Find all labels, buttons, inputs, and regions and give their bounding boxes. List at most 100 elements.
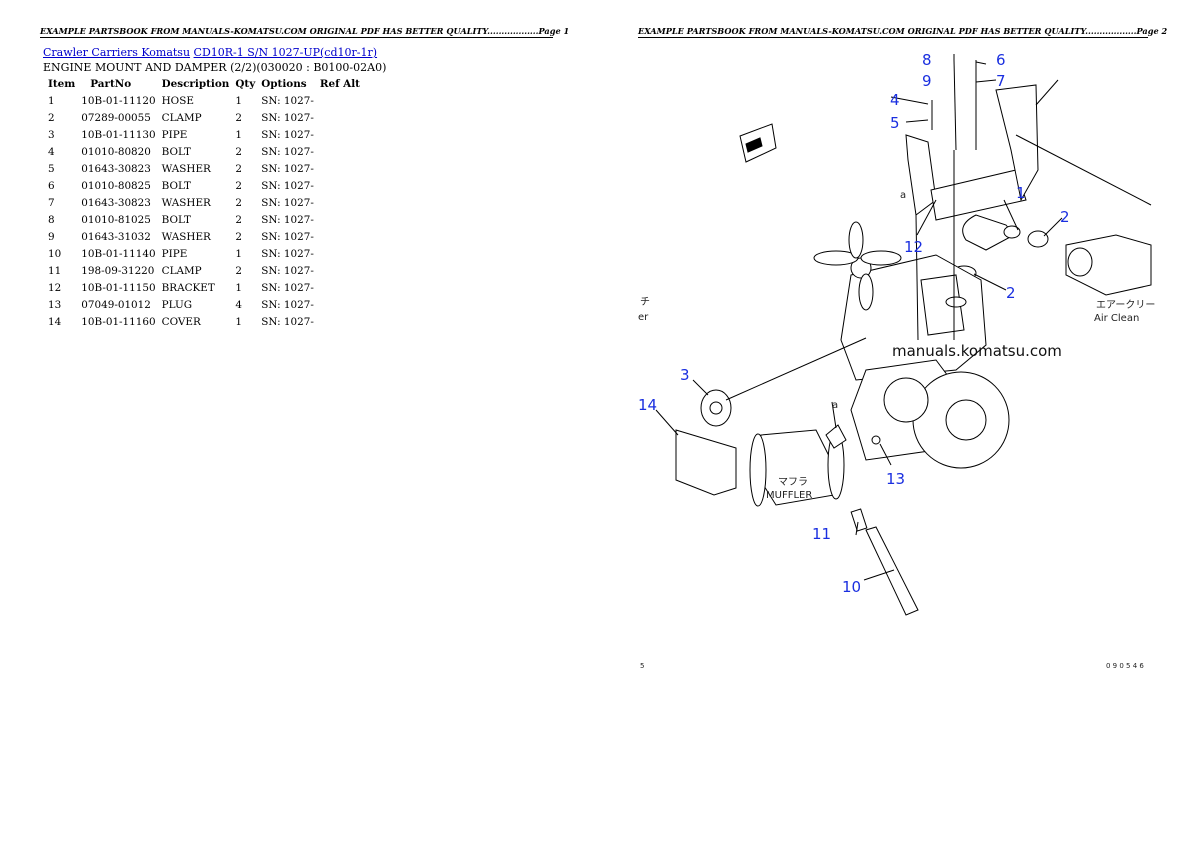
- cell-partno: 01643-31032: [81, 230, 151, 243]
- cell-refalt: [317, 92, 363, 109]
- callout-8[interactable]: 8: [922, 51, 932, 69]
- left-edge-label-1: チ: [640, 296, 650, 308]
- cell-partno: 01643-30823: [81, 162, 151, 175]
- header-rule-left: [40, 37, 553, 38]
- cell-description: CLAMP: [161, 111, 202, 124]
- cell-item: 7: [48, 196, 55, 209]
- cell-refalt: [317, 126, 363, 143]
- cell-qty: 2: [235, 264, 242, 277]
- col-qty-header: Qty: [235, 78, 256, 90]
- cell-description: BOLT: [161, 145, 191, 158]
- callout-12[interactable]: 12: [904, 238, 923, 256]
- cell-refalt: [317, 177, 363, 194]
- cell-qty: 1: [235, 247, 242, 260]
- parts-table: Item PartNo Description Qty Options Ref …: [45, 76, 363, 330]
- cell-refalt: [317, 245, 363, 262]
- ref-a-label-1: a: [900, 190, 906, 201]
- cell-item: 14: [48, 315, 62, 328]
- ref-a-label-2: a: [832, 400, 838, 411]
- cell-partno: 198-09-31220: [81, 264, 155, 277]
- cell-item: 11: [48, 264, 62, 277]
- col-refalt-header: Ref Alt: [319, 78, 360, 90]
- cell-item: 13: [48, 298, 62, 311]
- cell-qty: 2: [235, 213, 242, 226]
- cell-qty: 2: [235, 196, 242, 209]
- callout-11[interactable]: 11: [812, 525, 831, 543]
- cell-refalt: [317, 109, 363, 126]
- cell-partno: 10B-01-11140: [81, 247, 156, 260]
- page-header-left: EXAMPLE PARTSBOOK FROM MANUALS-KOMATSU.C…: [40, 26, 570, 36]
- cell-options: SN: 1027-: [261, 111, 314, 124]
- muffler-jp-label: マフラ: [778, 476, 808, 488]
- cell-description: WASHER: [161, 230, 211, 243]
- cell-options: SN: 1027-: [261, 162, 314, 175]
- callout-14[interactable]: 14: [638, 396, 657, 414]
- cell-description: PIPE: [161, 247, 188, 260]
- cell-partno: 01010-80820: [81, 145, 151, 158]
- callout-13[interactable]: 13: [886, 470, 905, 488]
- table-header-row: Item PartNo Description Qty Options Ref …: [45, 76, 363, 92]
- cell-item: 5: [48, 162, 55, 175]
- cell-refalt: [317, 143, 363, 160]
- cell-item: 9: [48, 230, 55, 243]
- cell-item: 2: [48, 111, 55, 124]
- cell-partno: 10B-01-11150: [81, 281, 156, 294]
- fan-icon: [813, 221, 902, 311]
- breadcrumb-link-manufacturer[interactable]: Crawler Carriers Komatsu: [43, 46, 191, 59]
- col-item-header: Item: [48, 78, 76, 90]
- cell-qty: 1: [235, 315, 242, 328]
- cell-qty: 2: [235, 179, 242, 192]
- page-header-right: EXAMPLE PARTSBOOK FROM MANUALS-KOMATSU.C…: [638, 26, 1168, 36]
- header-rule-right: [638, 37, 1148, 38]
- callout-3[interactable]: 3: [680, 366, 690, 384]
- cell-partno: 07289-00055: [81, 111, 151, 124]
- exploded-parts-diagram: 1 2 2 3 4 5 6 7 8 9 10 11 12 13 14 エアークリ…: [638, 51, 1155, 670]
- callout-1[interactable]: 1: [1016, 184, 1026, 202]
- callout-9[interactable]: 9: [922, 72, 932, 90]
- cell-options: SN: 1027-: [261, 196, 314, 209]
- cell-qty: 2: [235, 145, 242, 158]
- cell-partno: 01010-81025: [81, 213, 151, 226]
- callout-4[interactable]: 4: [890, 91, 900, 109]
- cell-options: SN: 1027-: [261, 145, 314, 158]
- cell-partno: 01010-80825: [81, 179, 151, 192]
- breadcrumb: Crawler Carriers Komatsu CD10R-1 S/N 102…: [43, 46, 377, 59]
- cell-partno: 07049-01012: [81, 298, 151, 311]
- cell-options: SN: 1027-: [261, 298, 314, 311]
- callout-5[interactable]: 5: [890, 114, 900, 132]
- cell-refalt: [317, 160, 363, 177]
- cell-description: HOSE: [161, 94, 194, 107]
- callout-7[interactable]: 7: [996, 72, 1006, 90]
- callout-6[interactable]: 6: [996, 51, 1006, 69]
- cell-refalt: [317, 262, 363, 279]
- col-options-header: Options: [261, 78, 307, 90]
- callout-2a[interactable]: 2: [1060, 208, 1070, 226]
- cell-options: SN: 1027-: [261, 315, 314, 328]
- watermark-text: manuals.komatsu.com: [892, 342, 1062, 360]
- cell-refalt: [317, 296, 363, 313]
- cell-refalt: [317, 194, 363, 211]
- cell-qty: 2: [235, 162, 242, 175]
- cell-qty: 1: [235, 94, 242, 107]
- col-partno-header: PartNo: [90, 78, 132, 90]
- cell-options: SN: 1027-: [261, 247, 314, 260]
- cell-item: 8: [48, 213, 55, 226]
- cell-options: SN: 1027-: [261, 94, 314, 107]
- callout-10[interactable]: 10: [842, 578, 861, 596]
- callout-2b[interactable]: 2: [1006, 284, 1016, 302]
- muffler-label: MUFFLER: [766, 490, 812, 501]
- cell-partno: 01643-30823: [81, 196, 151, 209]
- breadcrumb-link-model[interactable]: CD10R-1 S/N 1027-UP(cd10r-1r): [193, 46, 378, 59]
- cell-item: 1: [48, 94, 55, 107]
- cell-item: 12: [48, 281, 62, 294]
- diagram-footer-left: 5: [640, 662, 644, 670]
